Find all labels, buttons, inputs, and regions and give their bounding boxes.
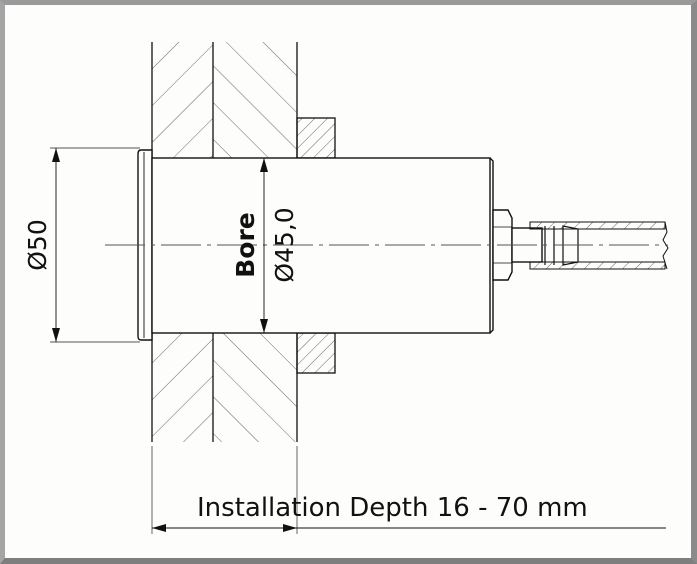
bore-label: Bore [231, 212, 260, 278]
outer-diameter-label: Ø50 [23, 219, 52, 271]
installation-depth-dimension [151, 446, 666, 534]
cable-tube [529, 221, 669, 270]
outer-diameter-dimension [50, 147, 140, 343]
bore-diameter-label: Ø45,0 [270, 207, 299, 282]
wall-upper [151, 42, 298, 158]
wall-lower [151, 333, 298, 442]
installation-depth-label: Installation Depth 16 - 70 mm [197, 493, 588, 523]
lock-nut [296, 117, 336, 374]
